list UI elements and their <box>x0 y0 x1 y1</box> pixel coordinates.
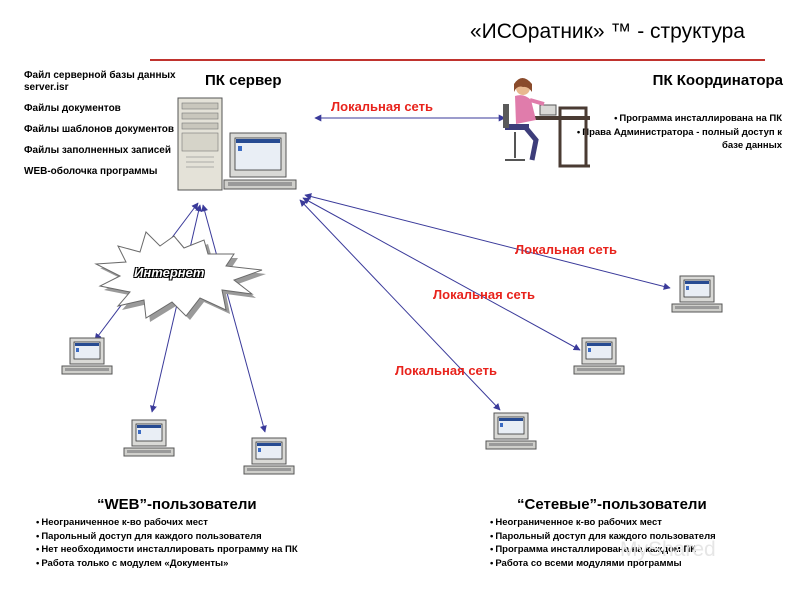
title-underline <box>150 59 765 61</box>
server-heading: ПК сервер <box>205 72 282 89</box>
workstation-icon <box>573 337 625 375</box>
coordinator-note: Программа инсталлирована на ПК <box>560 112 782 126</box>
link-lan-middle <box>302 197 581 351</box>
net-users-list: Неограниченное к-во рабочих мест Парольн… <box>490 516 790 570</box>
lan-label-middle: Локальная сеть <box>433 287 535 302</box>
web-users-item: Нет необходимости инсталлировать програм… <box>36 543 366 557</box>
internet-burst-icon <box>94 231 263 319</box>
net-users-item: Парольный доступ для каждого пользовател… <box>490 530 790 544</box>
page-title: «ИСОратник» ™ - структура <box>470 20 745 43</box>
server-file-item: WEB-оболочка программы <box>24 166 158 177</box>
internet-label: Интернет <box>134 265 205 280</box>
coordinator-notes: Программа инсталлирована на ПК Права Адм… <box>560 112 782 153</box>
lan-label-lower: Локальная сеть <box>395 363 497 378</box>
watermark: MyShared <box>620 538 716 561</box>
coordinator-note: Права Администратора - полный доступ к б… <box>560 126 782 153</box>
net-users-item: Работа со всеми модулями программы <box>490 557 790 571</box>
workstation-icon <box>123 419 175 457</box>
web-users-item: Работа только с модулем «Документы» <box>36 557 366 571</box>
lan-label-coordinator: Локальная сеть <box>331 99 433 114</box>
lan-label-right: Локальная сеть <box>515 242 617 257</box>
server-file-item: Файлы заполненных записей <box>24 145 171 156</box>
link-lan-lower <box>299 199 501 411</box>
server-file-item: Файл серверной базы данных server.isr <box>24 70 176 93</box>
net-users-item: Неограниченное к-во рабочих мест <box>490 516 790 530</box>
net-users-item: Программа инсталлирована на каждом ПК <box>490 543 790 557</box>
web-users-item: Неограниченное к-во рабочих мест <box>36 516 366 530</box>
link-web-2 <box>150 204 202 413</box>
workstation-icon <box>671 275 723 313</box>
server-file-item: Файлы документов <box>24 103 121 114</box>
workstation-icon <box>243 437 295 475</box>
web-users-list: Неограниченное к-во рабочих мест Парольн… <box>36 516 366 570</box>
workstation-icon <box>61 337 113 375</box>
net-users-heading: “Сетевые”-пользователи <box>517 496 707 513</box>
server-file-item: Файлы шаблонов документов <box>24 124 175 135</box>
workstation-icon <box>485 412 537 450</box>
web-users-item: Парольный доступ для каждого пользовател… <box>36 530 366 544</box>
coordinator-heading: ПК Координатора <box>652 72 783 89</box>
link-web-3 <box>201 204 267 433</box>
server-files-list: Файл серверной базы данных server.isr Фа… <box>24 70 184 187</box>
web-users-heading: “WEB”-пользователи <box>97 496 257 513</box>
coordinator-person-icon <box>503 78 590 168</box>
server-pc-icon <box>177 97 297 191</box>
